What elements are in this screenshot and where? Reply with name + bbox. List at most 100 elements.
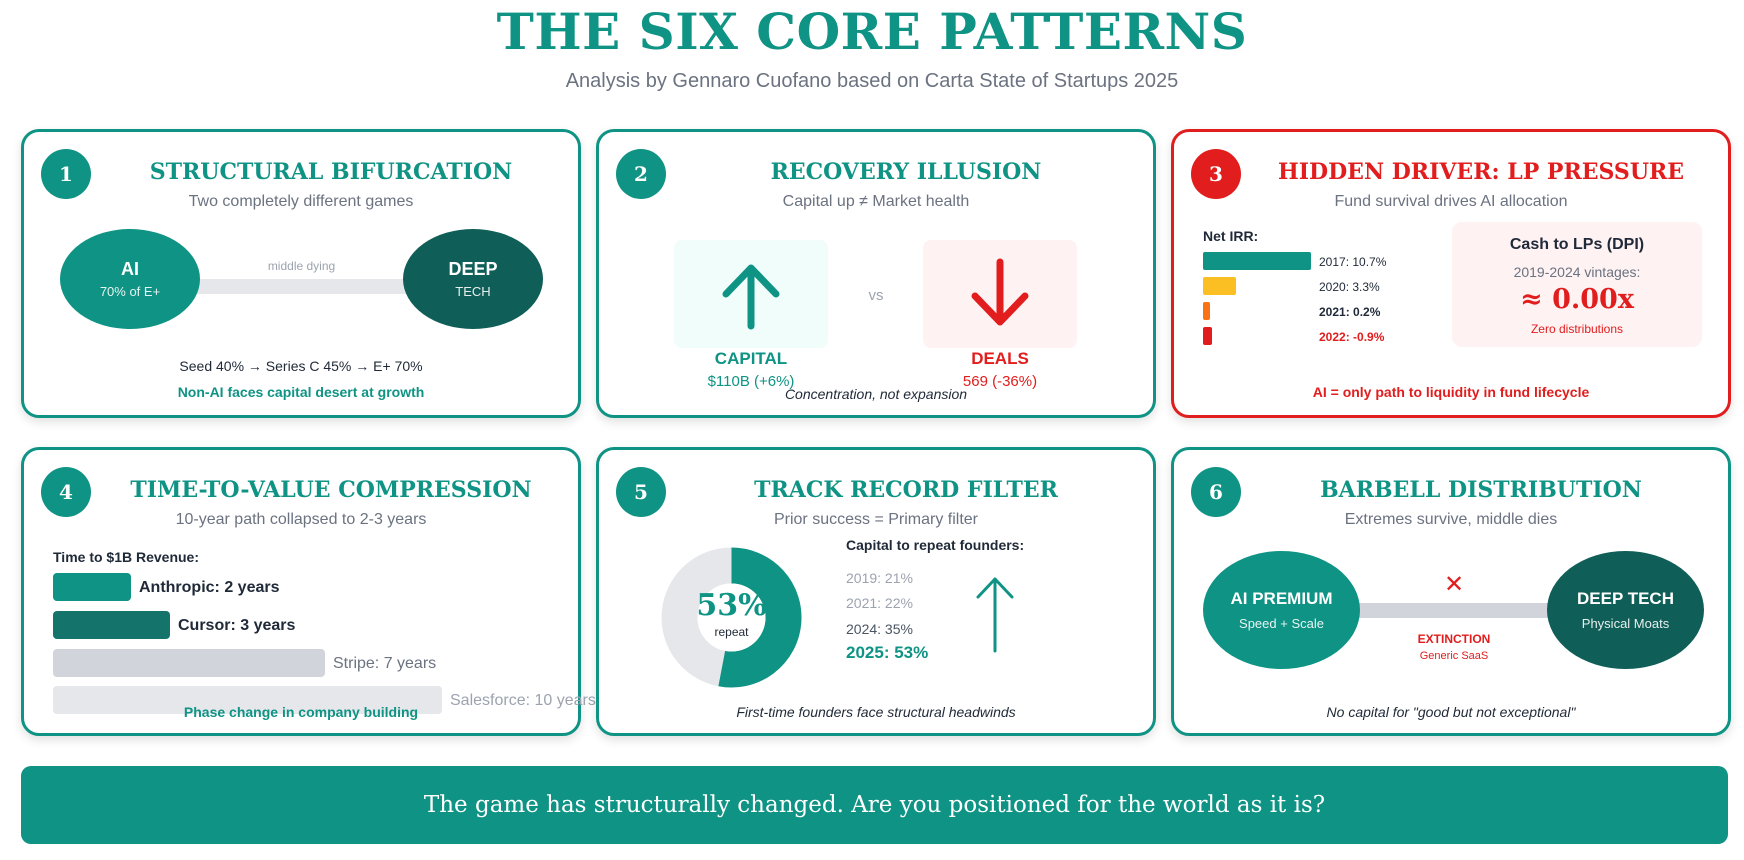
card-conclusion: AI = only path to liquidity in fund life… [1312, 384, 1590, 400]
irr-row-label: 2021: 0.2% [1319, 305, 1381, 319]
card-time-to-value: 4 TIME-TO-VALUE COMPRESSION 10-year path… [21, 447, 596, 736]
ttv-bar-label: Stripe: 7 years [333, 655, 437, 672]
ttv-bar-row: Anthropic: 2 years [53, 573, 583, 601]
card-number-badge: 2 [616, 149, 666, 199]
card-number-badge: 1 [41, 149, 91, 199]
deals-value: 569 (-36%) [962, 373, 1038, 390]
card-number-badge: 3 [1191, 149, 1241, 199]
arrow-up-icon [976, 577, 1014, 653]
irr-row-label: 2020: 3.3% [1319, 280, 1380, 294]
ai-premium-title: AI PREMIUM [1230, 589, 1333, 608]
card-title: BARBELL DISTRIBUTION [1320, 477, 1642, 503]
card-conclusion: No capital for "good but not exceptional… [1326, 704, 1576, 720]
ttv-bar [53, 649, 325, 677]
irr-chart: 2017: 10.7% 2020: 3.3% 2021: 0.2% 2022: … [1203, 250, 1413, 350]
donut-arc [718, 547, 802, 688]
card-track-record: 5 TRACK RECORD FILTER Prior success = Pr… [596, 447, 1156, 736]
deep-tech-ellipse: DEEP TECH [403, 229, 543, 329]
vs-label: vs [868, 287, 884, 304]
irr-bar [1203, 277, 1236, 295]
card-subtitle: Capital up ≠ Market health [782, 193, 970, 210]
irr-row: 2021: 0.2% [1203, 300, 1413, 322]
extinction-sub: Generic SaaS [1419, 650, 1489, 662]
stage-stats: Seed 40% → Series C 45% → E+ 70% [179, 358, 423, 374]
x-mark-icon: ✕ [1443, 571, 1465, 598]
repeat-item: 2021: 22% [846, 595, 913, 611]
capital-label: CAPITAL [714, 349, 788, 368]
card-title: TIME-TO-VALUE COMPRESSION [130, 477, 532, 503]
capital-box [674, 240, 828, 348]
ai-premium-sub: Speed + Scale [1239, 616, 1324, 631]
dpi-note: Zero distributions [1530, 322, 1624, 336]
connector-bar [194, 279, 409, 294]
card-number-badge: 4 [41, 467, 91, 517]
card-subtitle: Prior success = Primary filter [773, 511, 979, 528]
ttv-bar-row: Salesforce: 10 years [53, 686, 596, 714]
dpi-sub: 2019-2024 vintages: [1513, 264, 1641, 280]
card-recovery-illusion: 2 RECOVERY ILLUSION Capital up ≠ Market … [596, 129, 1156, 418]
deep-tech-title: DEEP TECH [1577, 589, 1674, 608]
donut-hole [697, 583, 766, 652]
card-subtitle: Two completely different games [188, 193, 414, 210]
card-subtitle: Extremes survive, middle dies [1344, 511, 1558, 528]
bottom-banner: The game has structurally changed. Are y… [21, 766, 1728, 844]
extinction-label: EXTINCTION [1417, 632, 1491, 646]
ttv-bar-label: Anthropic: 2 years [139, 579, 280, 596]
card-title: TRACK RECORD FILTER [754, 477, 1058, 503]
ttv-bar [53, 686, 442, 714]
dpi-box: Cash to LPs (DPI) 2019-2024 vintages: ≈ … [1452, 222, 1702, 347]
irr-bar [1203, 327, 1212, 345]
card-title: HIDDEN DRIVER: LP PRESSURE [1277, 159, 1685, 185]
ai-ellipse: AI 70% of E+ [60, 229, 200, 329]
card-conclusion: Phase change in company building [183, 704, 419, 720]
deals-box [923, 240, 1077, 348]
irr-row: 2020: 3.3% [1203, 275, 1413, 297]
card-number-badge: 5 [616, 467, 666, 517]
repeat-item: 2025: 53% [846, 643, 929, 662]
ttv-bar-row: Cursor: 3 years [53, 611, 583, 639]
ttv-bar-row: Stripe: 7 years [53, 649, 583, 677]
card-title: STRUCTURAL BIFURCATION [149, 159, 513, 185]
irr-row-label: 2022: -0.9% [1319, 330, 1385, 344]
page-title: THE SIX CORE PATTERNS [496, 2, 1248, 61]
card-number-badge: 6 [1191, 467, 1241, 517]
capital-value: $110B (+6%) [707, 373, 795, 390]
deep-ellipse-title: DEEP [448, 259, 498, 279]
card-subtitle: Fund survival drives AI allocation [1334, 193, 1568, 210]
card-barbell: 6 BARBELL DISTRIBUTION Extremes survive,… [1171, 447, 1731, 736]
deep-tech-ellipse: DEEP TECH Physical Moats [1547, 551, 1704, 669]
ai-ellipse-title: AI [121, 259, 139, 279]
card-subtitle: 10-year path collapsed to 2-3 years [175, 511, 427, 528]
irr-label: Net IRR: [1203, 228, 1259, 244]
deep-tech-sub: Physical Moats [1581, 616, 1670, 631]
ttv-bar-label: Cursor: 3 years [178, 617, 296, 634]
repeat-donut [661, 547, 802, 688]
barbell-bar [1354, 603, 1554, 618]
deals-label: DEALS [971, 349, 1029, 368]
list-title: Capital to repeat founders: [846, 537, 1025, 553]
dpi-value: ≈ 0.00x [1520, 284, 1634, 315]
page-subtitle: Analysis by Gennaro Cuofano based on Car… [565, 70, 1179, 92]
ai-ellipse-sub: 70% of E+ [99, 284, 161, 299]
card-structural-bifurcation: 1 STRUCTURAL BIFURCATION Two completely … [21, 129, 581, 418]
chart-label: Time to $1B Revenue: [53, 549, 200, 565]
card-conclusion: Concentration, not expansion [784, 386, 968, 402]
ai-premium-ellipse: AI PREMIUM Speed + Scale [1203, 551, 1360, 669]
card-conclusion: First-time founders face structural head… [736, 704, 1016, 720]
irr-bar [1203, 252, 1311, 270]
donut-label: repeat [714, 625, 749, 639]
repeat-item: 2019: 21% [846, 570, 913, 586]
arrow-down-icon [971, 258, 1029, 326]
repeat-item: 2024: 35% [846, 621, 913, 637]
irr-row-label: 2017: 10.7% [1319, 255, 1387, 269]
ttv-bar [53, 573, 131, 601]
card-lp-pressure: 3 HIDDEN DRIVER: LP PRESSURE Fund surviv… [1171, 129, 1731, 418]
ttv-bar [53, 611, 170, 639]
card-conclusion: Non-AI faces capital desert at growth [177, 384, 425, 400]
deep-ellipse-sub: TECH [455, 284, 491, 299]
card-title: RECOVERY ILLUSION [770, 159, 1042, 185]
irr-bar [1203, 302, 1210, 320]
connector-label: middle dying [267, 259, 336, 273]
donut-value: 53% [696, 588, 767, 623]
irr-row: 2017: 10.7% [1203, 250, 1413, 272]
